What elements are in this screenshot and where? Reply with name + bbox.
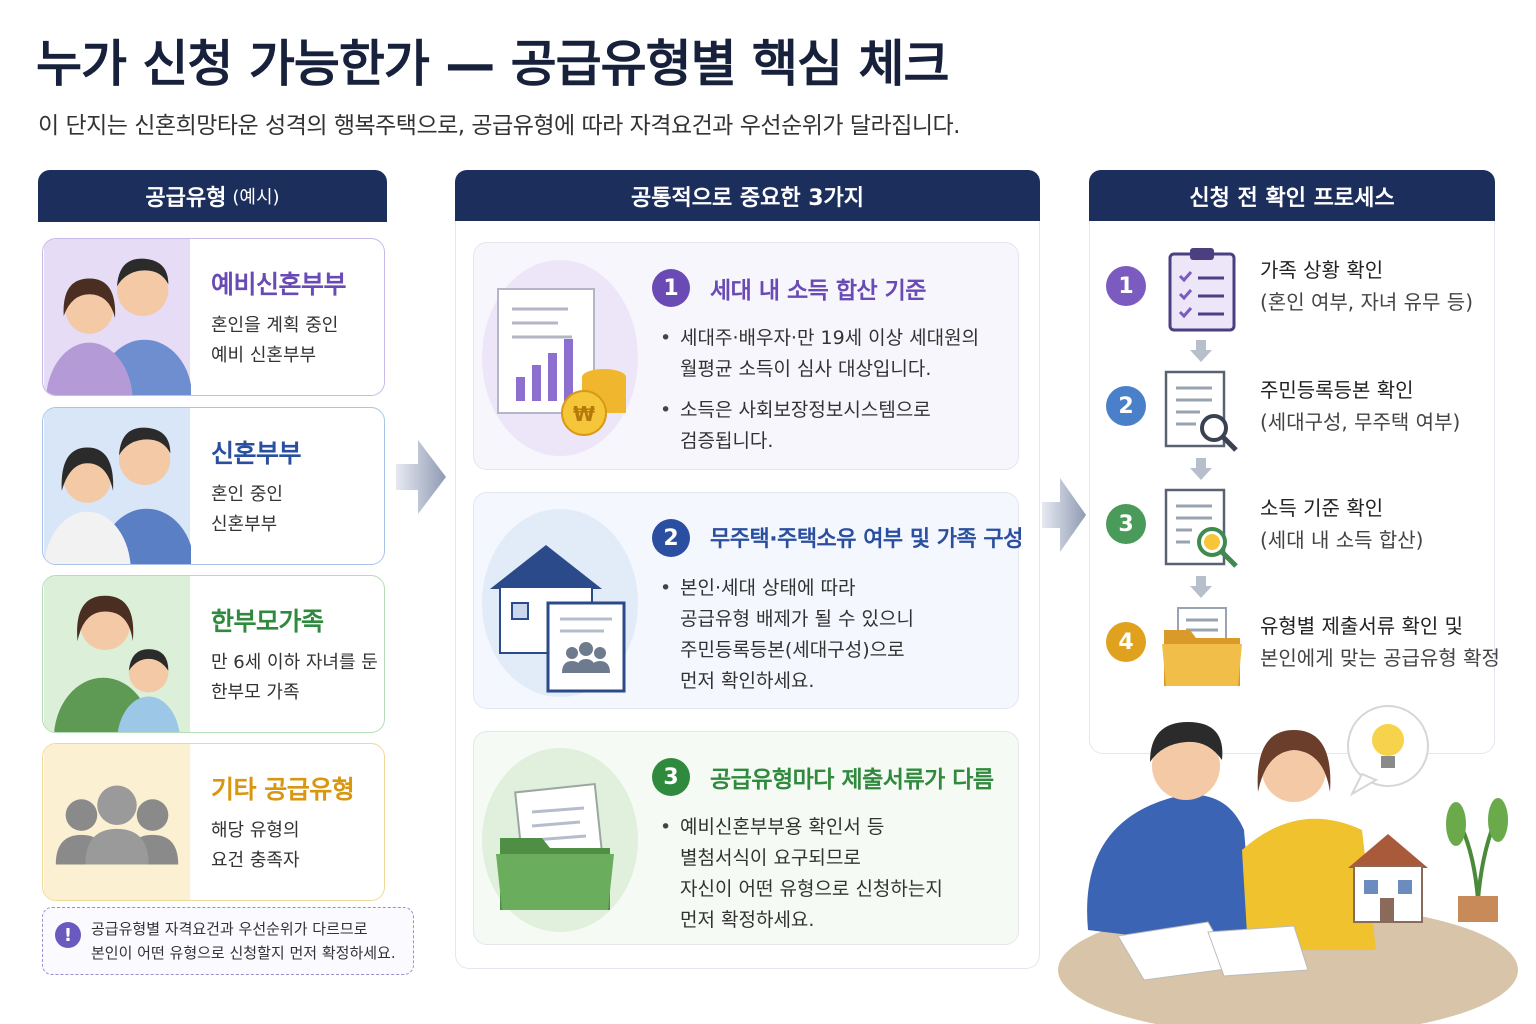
- type-name: 한부모가족: [211, 607, 324, 636]
- criterion-number: 1: [652, 269, 690, 307]
- process-step-registry: 2 주민등록등본 확인 (세대구성, 무주택 여부): [1106, 368, 1496, 458]
- supply-type-header-label: 공급유형: [145, 186, 227, 211]
- criterion-title: 공급유형마다 제출서류가 다름: [710, 767, 994, 793]
- process-header: 신청 전 확인 프로세스: [1089, 170, 1495, 222]
- common-criteria-header: 공통적으로 중요한 3가지: [455, 170, 1040, 222]
- group-icon: [43, 744, 191, 900]
- process-step-documents: 4 유형별 제출서류 확인 및 본인에게 맞는 공급유형 확정: [1106, 604, 1500, 694]
- criterion-title: 세대 내 소득 합산 기준: [710, 278, 926, 304]
- arrow-right-icon: [396, 440, 446, 514]
- document-search-icon: [1164, 370, 1238, 452]
- criterion-title: 무주택·주택소유 여부 및 가족 구성: [710, 527, 1023, 552]
- type-name: 예비신혼부부: [211, 270, 347, 299]
- couple-icon: [43, 239, 191, 395]
- couple-icon: [43, 408, 191, 564]
- step-label: 주민등록등본 확인 (세대구성, 무주택 여부): [1260, 378, 1461, 434]
- process-panel: [1089, 221, 1495, 754]
- arrow-right-icon: [1042, 478, 1086, 552]
- income-report-icon: ₩: [482, 260, 638, 456]
- step-label: 소득 기준 확인 (세대 내 소득 합산): [1260, 496, 1424, 552]
- criterion-number: 3: [652, 758, 690, 796]
- house-family-icon: [482, 509, 638, 697]
- type-name: 기타 공급유형: [211, 775, 355, 804]
- step-number: 2: [1106, 386, 1146, 426]
- clipboard-icon: [1168, 248, 1236, 332]
- step-number: 1: [1106, 266, 1146, 306]
- arrow-down-icon: [1190, 576, 1212, 598]
- step-label: 가족 상황 확인 (혼인 여부, 자녀 유무 등): [1260, 258, 1473, 314]
- arrow-down-icon: [1190, 458, 1212, 480]
- folder-icon: [1162, 607, 1242, 686]
- step-number: 3: [1106, 504, 1146, 544]
- couple-planning-illustration: [1058, 705, 1518, 1024]
- step-number: 4: [1106, 622, 1146, 662]
- page-title: 누가 신청 가능한가 — 공급유형별 핵심 체크: [36, 35, 949, 93]
- process-step-income: 3 소득 기준 확인 (세대 내 소득 합산): [1106, 486, 1496, 576]
- type-name: 신혼부부: [211, 439, 302, 468]
- income-search-icon: [1164, 488, 1238, 568]
- arrow-down-icon: [1190, 340, 1212, 362]
- won-sign: ₩: [573, 402, 595, 426]
- step-label: 유형별 제출서류 확인 및 본인에게 맞는 공급유형 확정: [1260, 614, 1500, 670]
- supply-type-header: 공급유형 (예시): [38, 170, 387, 222]
- supply-type-header-note: (예시): [232, 187, 280, 208]
- parent-child-icon: [43, 576, 191, 732]
- folder-documents-icon: [482, 748, 638, 932]
- exclamation-icon: !: [55, 922, 81, 948]
- process-step-family: 1 가족 상황 확인 (혼인 여부, 자녀 유무 등): [1106, 248, 1496, 338]
- criterion-card-income: ₩ 1 세대 내 소득 합산 기준 세대주·배우자·만 19세 이상 세대원의월…: [473, 242, 1019, 470]
- criterion-number: 2: [652, 519, 690, 557]
- page-subtitle: 이 단지는 신혼희망타운 성격의 행복주택으로, 공급유형에 따라 자격요건과 …: [38, 113, 960, 139]
